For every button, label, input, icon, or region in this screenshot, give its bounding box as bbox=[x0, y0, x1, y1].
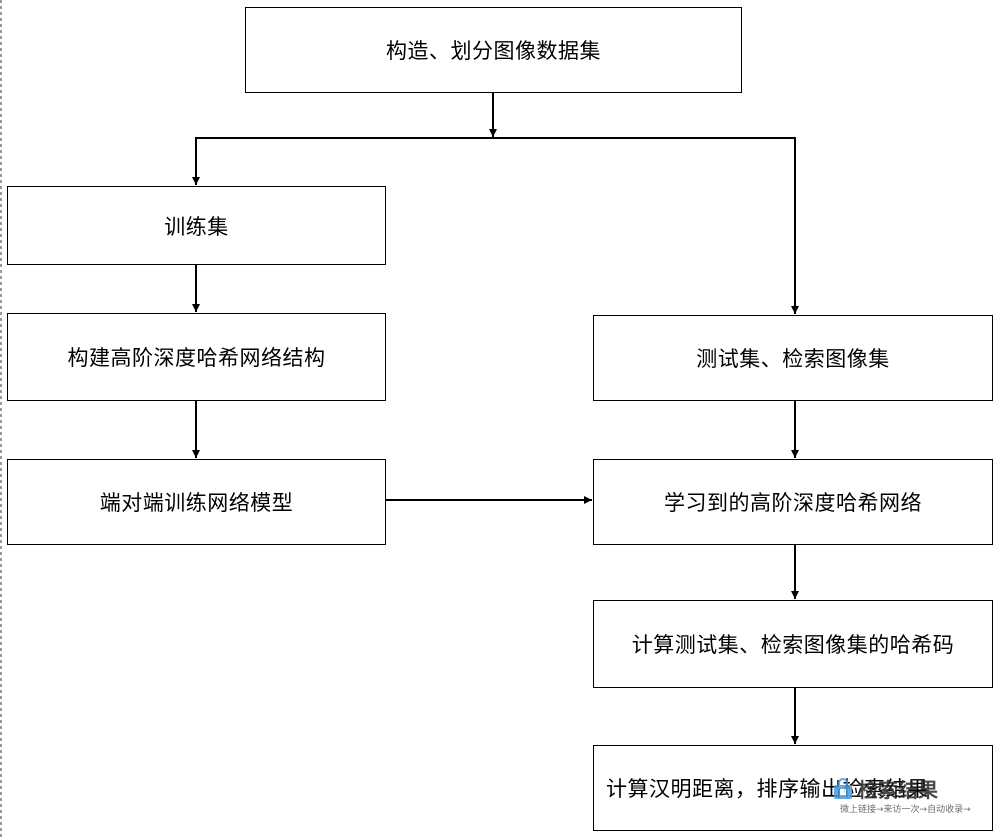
watermark-title: 检索结果 bbox=[858, 778, 938, 802]
node-train-model: 端对端训练网络模型 bbox=[7, 459, 386, 545]
node-label: 构建高阶深度哈希网络结构 bbox=[67, 346, 326, 370]
node-label: 训练集 bbox=[164, 214, 229, 239]
node-training-set: 训练集 bbox=[7, 186, 386, 265]
edge-split-b5 bbox=[493, 137, 799, 314]
node-label: 学习到的高阶深度哈希网络 bbox=[664, 491, 922, 515]
shop-bag-icon bbox=[834, 778, 852, 799]
node-label: 端对端训练网络模型 bbox=[99, 491, 294, 515]
node-label: 计算测试集、检索图像集的哈希码 bbox=[631, 633, 955, 657]
watermark-subtitle: 微上链接→来访一次→自动收录→ bbox=[840, 805, 971, 815]
node-hamming-rank: 计算汉明距离，排序输出检索结果 bbox=[593, 745, 993, 831]
node-label: 构造、划分图像数据集 bbox=[386, 39, 601, 63]
edge-split-b2 bbox=[192, 137, 493, 185]
node-test-retrieval-set: 测试集、检索图像集 bbox=[593, 315, 993, 401]
node-learned-network: 学习到的高阶深度哈希网络 bbox=[593, 459, 993, 545]
node-compute-hash-codes: 计算测试集、检索图像集的哈希码 bbox=[593, 600, 993, 688]
page-margin-rule bbox=[0, 0, 2, 837]
node-label: 计算汉明距离，排序输出检索结果 bbox=[606, 777, 929, 801]
node-construct-dataset: 构造、划分图像数据集 bbox=[245, 7, 742, 93]
node-build-network: 构建高阶深度哈希网络结构 bbox=[7, 313, 386, 401]
node-label: 测试集、检索图像集 bbox=[696, 347, 890, 371]
watermark: 检索结果 微上链接→来访一次→自动收录→ bbox=[818, 772, 986, 818]
